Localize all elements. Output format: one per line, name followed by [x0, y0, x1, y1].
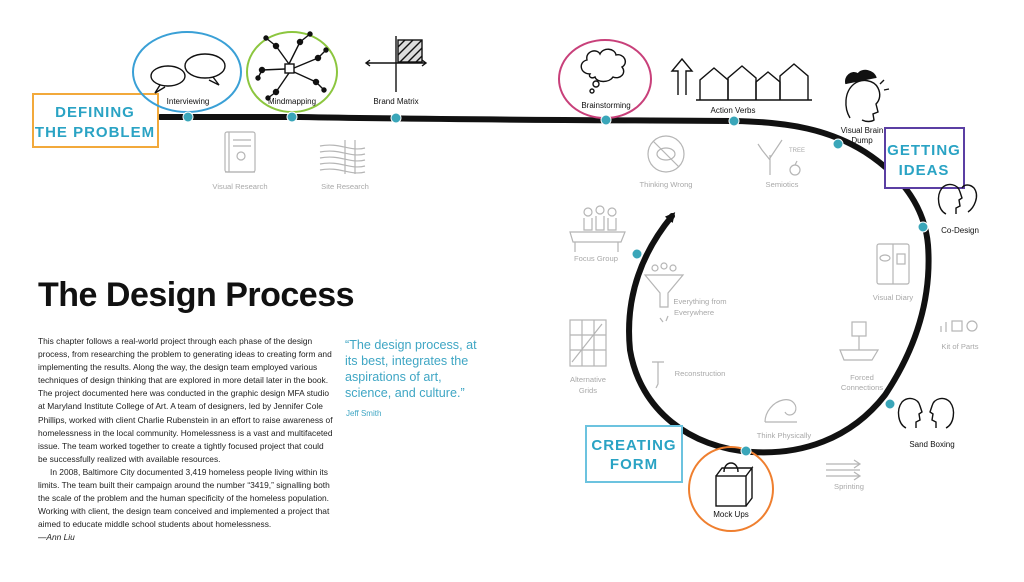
visual-brain-dump-label-line1: Visual Brain — [841, 126, 884, 135]
dot-mindmapping — [286, 111, 298, 123]
tree-sign-text: TREE — [789, 148, 805, 154]
phase-getting: GETTING IDEAS — [884, 127, 965, 189]
everything-label-line1: Everything from — [673, 297, 726, 306]
sand-boxing-label: Sand Boxing — [909, 440, 954, 449]
phase-creating-line1: CREATING — [591, 437, 676, 454]
focus-group-label: Focus Group — [574, 254, 618, 263]
kit-of-parts-label: Kit of Parts — [941, 342, 978, 351]
network-icon — [255, 31, 329, 101]
interviewing-label: Interviewing — [167, 97, 210, 106]
faces-icon-2 — [897, 397, 955, 429]
visual-brain-dump-label-line2: Dump — [851, 136, 873, 145]
phase-defining: DEFINING THE PROBLEM — [32, 93, 159, 148]
dot-brainstorming — [600, 114, 612, 126]
faded-labels: Visual Research Site Research Thinking W… — [212, 180, 978, 491]
article-body: This chapter follows a real-world projec… — [38, 335, 334, 545]
co-design-label: Co-Design — [941, 226, 979, 235]
article-author: —Ann Liu — [38, 532, 75, 543]
faded-steps — [224, 131, 978, 481]
visual-diary-label: Visual Diary — [873, 293, 914, 302]
forced-connections-label-line2: Connections — [841, 383, 883, 392]
pull-quote-author: Jeff Smith — [346, 409, 382, 418]
phase-creating-line2: FORM — [610, 456, 658, 473]
phase-getting-line1: GETTING — [887, 142, 961, 159]
phase-getting-box — [884, 127, 965, 189]
brainstorming-label: Brainstorming — [581, 101, 630, 110]
active-labels: Interviewing Mindmapping Brand Matrix Br… — [167, 97, 979, 519]
forced-connections-icon — [839, 321, 880, 361]
tree-icon — [757, 139, 801, 176]
matrix-icon — [364, 36, 428, 92]
article-paragraph-2: In 2008, Baltimore City documented 3,419… — [38, 466, 330, 530]
phase-creating: CREATING FORM — [585, 425, 683, 483]
dot-sand-boxing — [884, 398, 896, 410]
dot-brand-matrix — [390, 112, 402, 124]
dot-mock-ups — [740, 445, 752, 457]
everything-label-line2: Everywhere — [674, 308, 714, 317]
sprinting-icon — [826, 459, 862, 481]
reconstruction-label: Reconstruction — [675, 369, 726, 378]
speech-bubbles-icon — [150, 53, 226, 94]
mock-ups-label: Mock Ups — [713, 510, 749, 519]
phase-defining-box — [32, 93, 159, 148]
pull-quote: “The design process, at its best, integr… — [345, 338, 477, 400]
brand-matrix-label: Brand Matrix — [373, 97, 418, 106]
thinking-wrong-icon — [647, 135, 685, 173]
houses-icon — [670, 57, 812, 101]
think-physically-label: Think Physically — [757, 431, 812, 440]
dot-interviewing — [182, 111, 194, 123]
phase-defining-line2: THE PROBLEM — [35, 124, 155, 141]
thought-cloud-icon — [580, 48, 626, 94]
head-icon — [844, 69, 890, 123]
focus-group-icon — [569, 205, 626, 252]
kit-of-parts-icon — [940, 320, 978, 332]
active-icons — [150, 31, 978, 507]
process-path — [157, 114, 932, 456]
page-title: The Design Process — [38, 276, 355, 314]
funnel-icon — [643, 262, 685, 323]
phase-defining-line1: DEFINING — [55, 104, 135, 121]
dot-co-design — [917, 221, 929, 233]
sprinting-label: Sprinting — [834, 482, 864, 491]
forced-connections-label-line1: Forced — [850, 373, 874, 382]
mockups-ring — [688, 446, 774, 532]
book-icon — [224, 131, 256, 173]
path-dots — [182, 111, 929, 457]
dot-focus-group — [631, 248, 643, 260]
dot-action-verbs — [728, 115, 740, 127]
phase-creating-box — [585, 425, 683, 483]
mindmapping-label: Mindmapping — [268, 97, 316, 106]
dot-visual-brain-dump — [832, 138, 844, 150]
visual-research-label: Visual Research — [212, 182, 267, 191]
visual-diary-icon — [876, 243, 910, 285]
alternative-grids-label-line1: Alternative — [570, 375, 606, 384]
action-verbs-label: Action Verbs — [711, 106, 756, 115]
site-map-icon — [319, 140, 366, 174]
faces-icon — [937, 183, 978, 215]
thinking-wrong-label: Thinking Wrong — [639, 180, 692, 189]
semiotics-label: Semiotics — [766, 180, 799, 189]
article-paragraph-1: This chapter follows a real-world projec… — [38, 336, 333, 464]
arm-icon — [764, 399, 797, 423]
alternative-grids-label-line2: Grids — [579, 386, 597, 395]
shopping-bag-icon — [715, 462, 754, 507]
alternative-grids-icon — [569, 319, 607, 367]
site-research-label: Site Research — [321, 182, 369, 191]
nail-icon — [652, 361, 664, 389]
phase-getting-line2: IDEAS — [899, 162, 950, 179]
